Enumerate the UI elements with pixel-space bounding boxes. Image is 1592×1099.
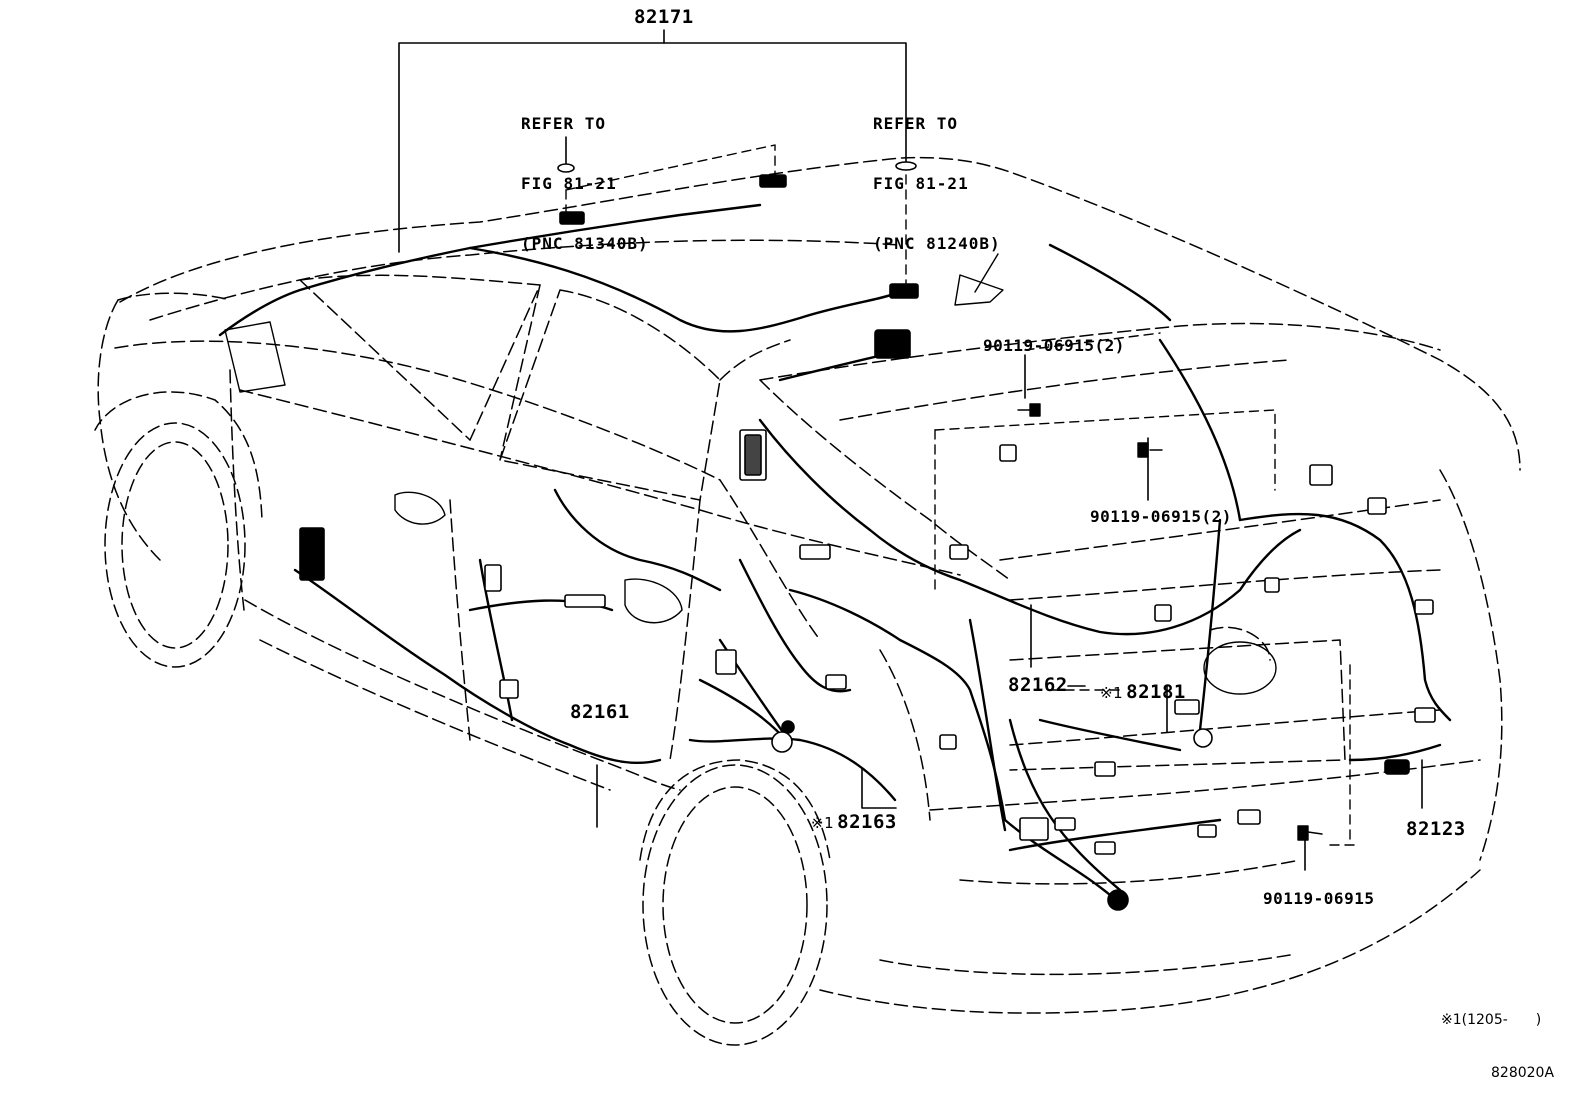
- part-number-82171: 82171: [634, 6, 694, 28]
- refer-note-left: REFER TO FIG 81-21 (PNC 81340B): [521, 74, 649, 274]
- refer-left-line2: FIG 81-21: [521, 174, 617, 193]
- footnote-mark-82163: ※1: [811, 814, 835, 832]
- part-number-82161: 82161: [570, 701, 630, 723]
- part-number-82163: 82163: [837, 811, 897, 833]
- callout-boxes: [565, 144, 1356, 846]
- refer-right-line3: (PNC 81240B): [873, 234, 1001, 253]
- refer-right-line2: FIG 81-21: [873, 174, 969, 193]
- fastener-label-mid: 90119-06915(2): [1090, 507, 1232, 526]
- footnote-mark-82181: ※1: [1100, 684, 1124, 702]
- body-details: [224, 253, 1277, 695]
- footnote-legend-text: (1205- ): [1461, 1012, 1542, 1028]
- part-number-82181: 82181: [1126, 681, 1186, 703]
- wire-harness: [218, 203, 1452, 897]
- part-number-82123: 82123: [1406, 818, 1466, 840]
- fastener-label-bottom: 90119-06915: [1263, 889, 1375, 908]
- wheels: [94, 391, 831, 1046]
- refer-left-line1: REFER TO: [521, 114, 607, 133]
- refer-left-line3: (PNC 81340B): [521, 234, 649, 253]
- figure-code: 828020A: [1491, 1065, 1555, 1081]
- connectors: [299, 161, 1436, 911]
- part-number-82162: 82162: [1008, 674, 1068, 696]
- bolts: [1017, 403, 1323, 841]
- refer-right-line1: REFER TO: [873, 114, 959, 133]
- fastener-label-top: 90119-06915(2): [983, 336, 1125, 355]
- footnote-legend-mark: ※1: [1441, 1012, 1462, 1028]
- footnote-legend: ※1(1205- ): [1441, 1013, 1541, 1027]
- refer-note-right: REFER TO FIG 81-21 (PNC 81240B): [873, 74, 1001, 274]
